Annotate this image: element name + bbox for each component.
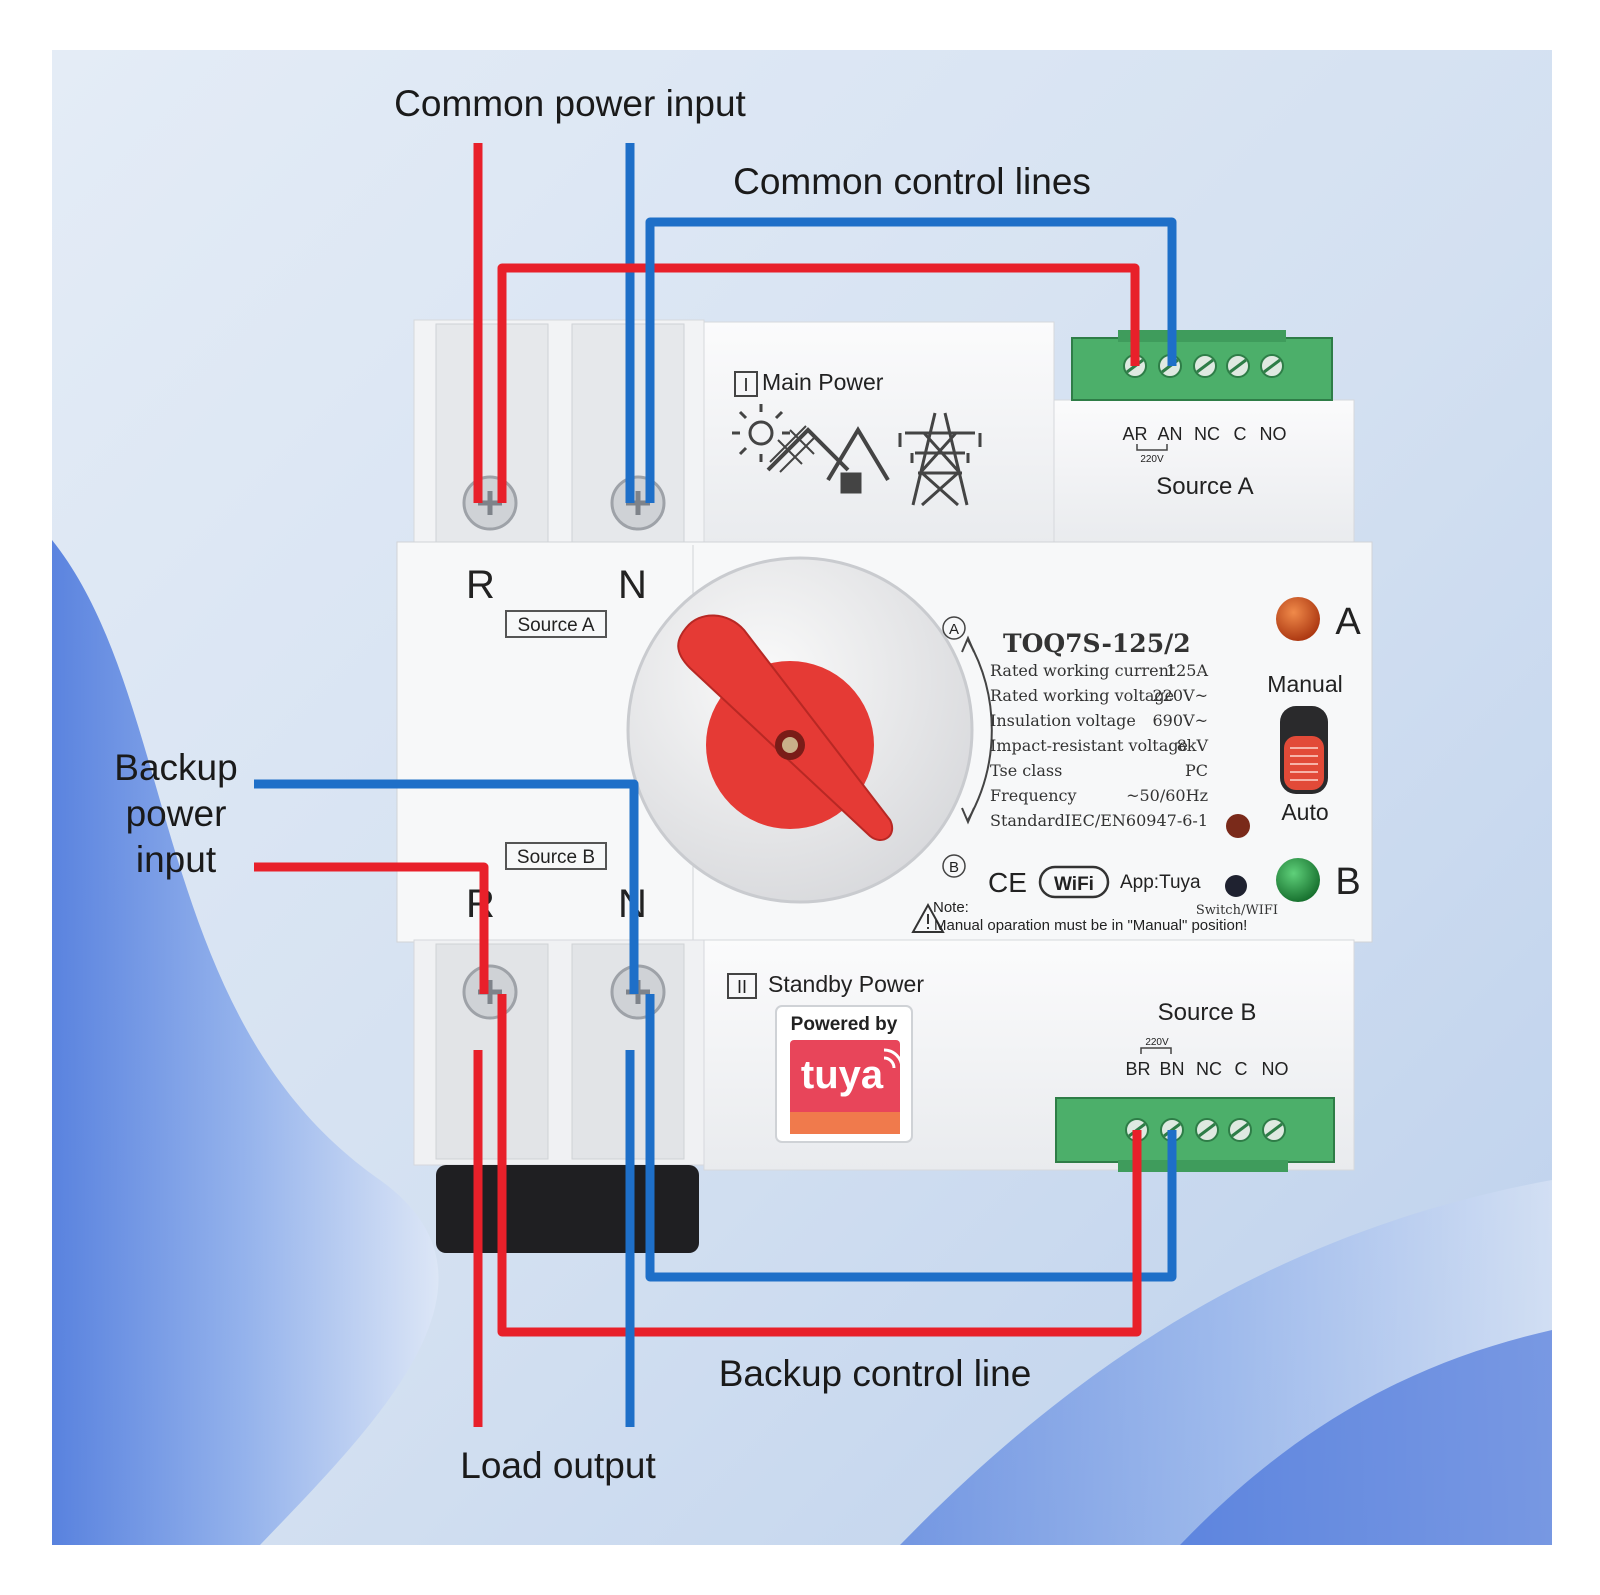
relay-terminal-a bbox=[1071, 330, 1333, 401]
source-b-label: Source B bbox=[1158, 999, 1257, 1026]
top-terminal-r-label: R bbox=[466, 563, 495, 607]
ce-mark: CE bbox=[988, 867, 1027, 898]
relay-a-no-label: NO bbox=[1260, 424, 1287, 444]
relay-a-labels: AR AN NC C NO 220V bbox=[1122, 424, 1286, 465]
relay-a-ar-label: AR bbox=[1122, 424, 1147, 444]
main-power-mark-frame bbox=[734, 371, 758, 397]
solar-house-icon bbox=[732, 404, 890, 494]
backup-power-input-wires bbox=[254, 779, 639, 994]
relay-a-voltage: 220V bbox=[1140, 454, 1164, 465]
main-power-label: Main Power bbox=[762, 369, 884, 395]
mode-manual-label: Manual bbox=[1267, 671, 1342, 697]
spec-value: 125A bbox=[1166, 661, 1209, 680]
load-output-wires bbox=[473, 1050, 635, 1427]
source-b-tag-frame bbox=[505, 842, 607, 870]
callout-common-control-lines: Common control lines bbox=[733, 161, 1091, 202]
relay-b-br-label: BR bbox=[1125, 1059, 1150, 1079]
model-number: TOQ7S-125/2 bbox=[1003, 629, 1191, 658]
backup-live-wire bbox=[254, 862, 489, 994]
spec-value: 690V~ bbox=[1153, 711, 1209, 730]
spec-table: Rated working current 125A Rated working… bbox=[990, 661, 1208, 830]
relay-a-an-label: AN bbox=[1157, 424, 1182, 444]
spec-name: Standard bbox=[990, 811, 1065, 830]
common-control-wires bbox=[497, 217, 1177, 503]
wifi-badge-frame bbox=[1038, 865, 1110, 899]
tuya-logo: tuya bbox=[801, 1053, 884, 1097]
standby-power-label: Standby Power bbox=[768, 971, 924, 997]
tuya-signal-icon bbox=[883, 1048, 904, 1069]
relay-a-nc-label: NC bbox=[1194, 424, 1220, 444]
spec-name: Impact-resistant voltage bbox=[990, 736, 1188, 755]
relay-b-nc-label: NC bbox=[1196, 1059, 1222, 1079]
dial-mark-b: B bbox=[949, 859, 959, 876]
callout-backup-control-line: Backup control line bbox=[719, 1353, 1032, 1394]
spec-value: 220V~ bbox=[1153, 686, 1209, 705]
power-pylon-icon bbox=[898, 412, 982, 507]
control-neutral-wire-a bbox=[645, 217, 1177, 503]
wifi-badge: WiFi bbox=[1054, 874, 1094, 895]
spec-name: Insulation voltage bbox=[990, 711, 1136, 730]
small-indicator-led bbox=[1226, 814, 1250, 838]
callout-backup-power-input-line1: Backup bbox=[114, 747, 237, 788]
indicator-led-a bbox=[1276, 597, 1320, 641]
switch-wifi-button[interactable] bbox=[1225, 875, 1247, 897]
tuya-badge bbox=[775, 1005, 913, 1143]
standby-power-mark: II bbox=[737, 977, 747, 997]
indicator-a-label: A bbox=[1335, 601, 1361, 643]
relay-b-no-label: NO bbox=[1262, 1059, 1289, 1079]
app-label: App:Tuya bbox=[1120, 872, 1201, 893]
spec-value: ~50/60Hz bbox=[1126, 786, 1208, 805]
background-ribbon bbox=[52, 540, 439, 1545]
main-power-mark: I bbox=[743, 375, 748, 395]
backup-neutral-wire bbox=[254, 779, 639, 994]
relay-a-c-label: C bbox=[1234, 424, 1247, 444]
callout-common-power-input: Common power input bbox=[394, 83, 746, 124]
common-power-input-wires bbox=[473, 143, 635, 503]
warning-icon bbox=[911, 902, 945, 933]
relay-terminal-b bbox=[1055, 1097, 1335, 1172]
mode-auto-label: Auto bbox=[1281, 799, 1328, 825]
dial-mark-b-circle bbox=[942, 854, 966, 878]
relay-b-voltage: 220V bbox=[1145, 1037, 1169, 1048]
spec-name: Frequency bbox=[990, 786, 1077, 805]
source-b-tag: Source B bbox=[517, 847, 595, 868]
spec-name: Rated working current bbox=[990, 661, 1176, 680]
control-neutral-wire-b bbox=[645, 994, 1177, 1282]
powered-by-label: Powered by bbox=[791, 1014, 898, 1035]
relay-b-bn-label: BN bbox=[1159, 1059, 1184, 1079]
callout-backup-power-input-line2: power bbox=[126, 793, 227, 834]
top-terminal-n-label: N bbox=[618, 563, 647, 607]
spec-value: PC bbox=[1185, 761, 1208, 780]
rotary-switch[interactable] bbox=[626, 556, 993, 904]
source-a-label: Source A bbox=[1156, 473, 1253, 500]
manual-auto-switch[interactable] bbox=[1280, 706, 1328, 794]
standby-power-mark-frame bbox=[727, 973, 757, 999]
switch-wifi-label: Switch/WIFI bbox=[1196, 903, 1278, 918]
spec-name: Tse class bbox=[990, 761, 1062, 780]
spec-value: 8kV bbox=[1177, 736, 1209, 755]
dial-mark-a-circle bbox=[942, 616, 966, 640]
note-title: Note: bbox=[933, 899, 969, 916]
indicator-led-b bbox=[1276, 858, 1320, 902]
spec-name: Rated working voltage bbox=[990, 686, 1174, 705]
spec-value: IEC/EN60947-6-1 bbox=[1065, 811, 1208, 830]
callout-load-output: Load output bbox=[460, 1445, 656, 1486]
callout-backup-power-input-line3: input bbox=[136, 839, 217, 880]
relay-b-c-label: C bbox=[1235, 1059, 1248, 1079]
relay-b-labels: 220V BR BN NC C NO bbox=[1125, 1037, 1288, 1079]
indicator-b-label: B bbox=[1335, 861, 1360, 903]
control-live-wire-a bbox=[497, 263, 1140, 503]
control-live-wire-b bbox=[497, 994, 1142, 1337]
dial-mark-a: A bbox=[949, 621, 959, 638]
source-a-tag-frame bbox=[505, 610, 607, 638]
background-ribbon bbox=[1180, 1330, 1552, 1545]
source-a-tag: Source A bbox=[517, 615, 594, 636]
backup-control-wires bbox=[497, 994, 1177, 1337]
note-text: Manual oparation must be in "Manual" pos… bbox=[934, 917, 1247, 934]
